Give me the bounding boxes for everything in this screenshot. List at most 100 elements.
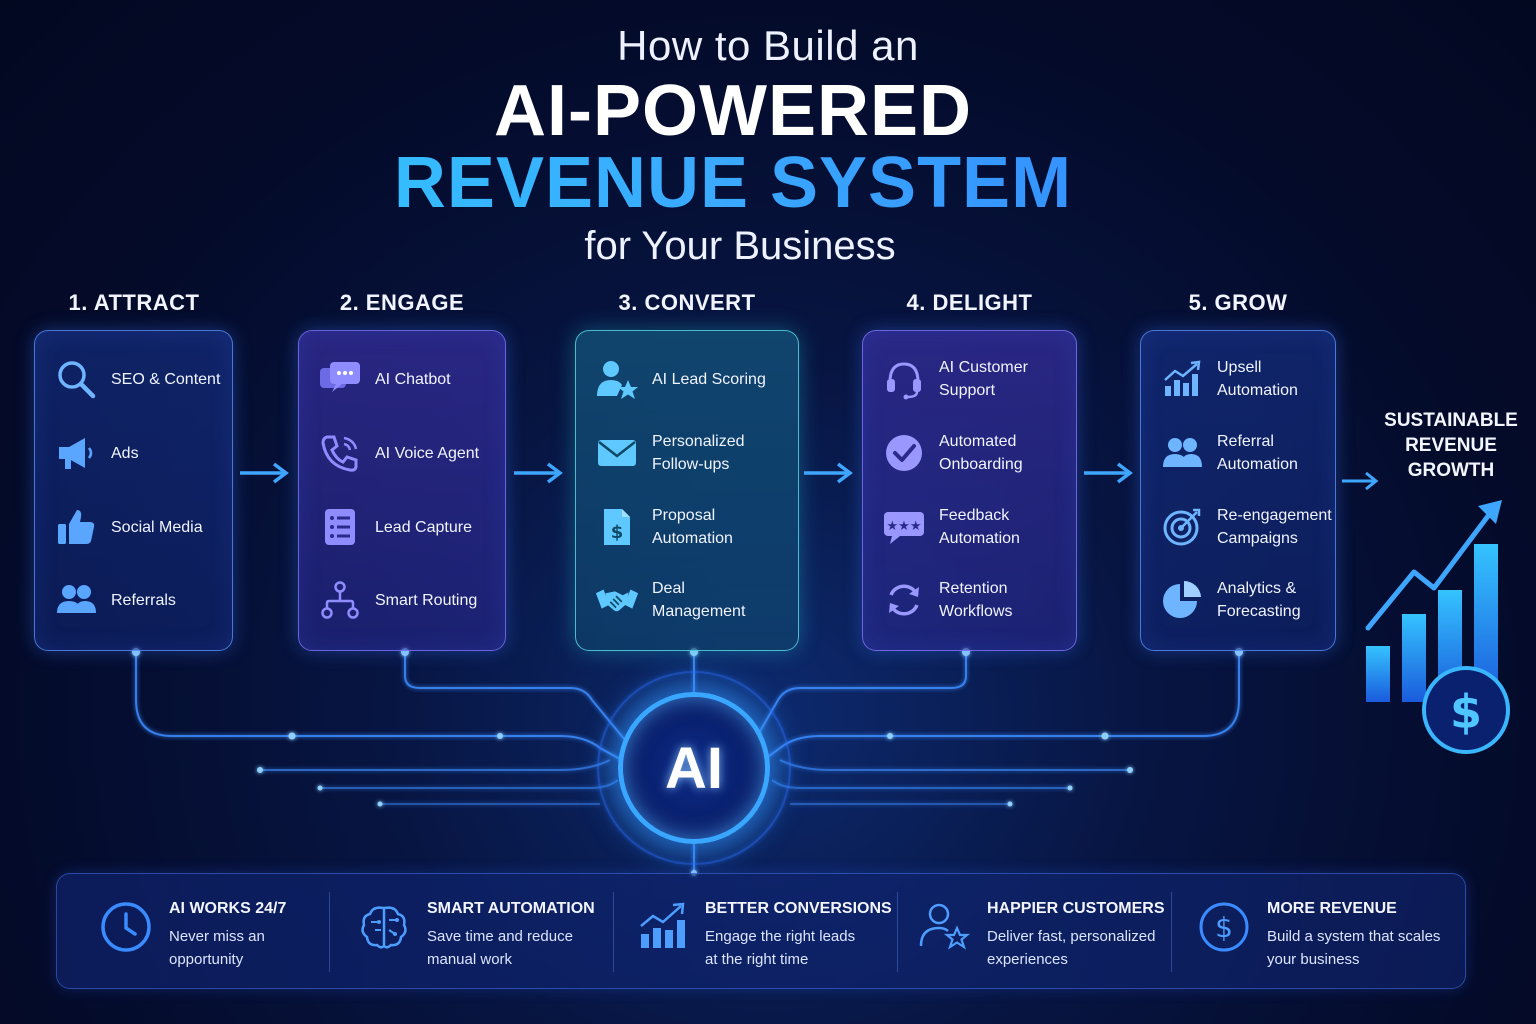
stage-item-label: Social Media [111,518,203,536]
divider [329,892,330,972]
stage-item: Referrals [35,572,232,628]
check-circle-icon [881,430,927,476]
brain-icon [357,900,411,954]
stage-item-label: Proposal Automation [652,507,733,547]
benefit-desc: Build a system that scales your business [1267,928,1441,968]
svg-text:$: $ [611,522,624,543]
divider [1171,892,1172,972]
stage-title-attract: 1. ATTRACT [68,290,200,315]
benefit-title: AI WORKS 24/7 [169,900,287,917]
svg-text:★★★: ★★★ [887,519,922,534]
stage-item: AI Customer Support [863,351,1076,407]
stage-card-delight: AI Customer Support Automated Onboarding… [862,330,1077,651]
stage-card-engage: AI Chatbot AI Voice Agent Lead Capture S… [298,330,506,651]
arrow-right-icon [514,462,563,484]
document-dollar-icon: $ [594,504,640,550]
stage-item-label: AI Lead Scoring [652,370,766,388]
stage-title-delight: 4. DELIGHT [906,290,1033,315]
stage-item-label: Upsell Automation [1217,359,1298,399]
benefit-item: SMART AUTOMATION Save time and reduce ma… [357,874,627,990]
stage-item-label: Lead Capture [375,518,472,536]
stage-item: Lead Capture [299,499,505,555]
stage-item: Deal Management [576,572,798,628]
stage-item-label: AI Customer Support [939,359,1028,399]
benefit-item: $ MORE REVENUE Build a system that scale… [1197,874,1457,990]
stage-item: AI Chatbot [299,351,505,407]
stage-item: AI Lead Scoring [576,351,798,407]
title-main: AI-POWERED [494,71,972,151]
title-outro: for Your Business [584,224,896,268]
benefit-desc: Deliver fast, personalized experiences [987,928,1156,968]
benefit-title: SMART AUTOMATION [427,900,595,917]
stage-item-label: Smart Routing [375,591,478,609]
stage-title-convert: 3. CONVERT [618,290,756,315]
phone-icon [317,430,363,476]
stage-item: Personalized Follow-ups [576,425,798,481]
arrow-right-icon [240,462,289,484]
routing-icon [317,577,363,623]
stage-item: ★★★ Feedback Automation [863,499,1076,555]
stage-item: Retention Workflows [863,572,1076,628]
benefit-desc: Never miss an opportunity [169,928,265,968]
clock-icon [99,900,153,954]
dollar-circle-icon: $ [1197,900,1251,954]
benefit-title: MORE REVENUE [1267,900,1397,917]
title-highlight: REVENUE SYSTEM [0,142,1466,224]
arrow-right-icon [1084,462,1133,484]
stage-item-label: Personalized Follow-ups [652,433,745,473]
stage-item-label: Re-engagement Campaigns [1217,507,1332,547]
benefit-title: BETTER CONVERSIONS [705,900,892,917]
stage-item-label: Deal Management [652,580,746,620]
ai-core: AI [618,692,770,844]
benefit-desc: Engage the right leads at the right time [705,928,856,968]
stage-card-convert: AI Lead Scoring Personalized Follow-ups … [575,330,799,651]
growth-chart-icon [1159,356,1205,402]
benefits-band: AI WORKS 24/7 Never miss an opportunity … [56,873,1466,989]
stage-item-label: Retention Workflows [939,580,1013,620]
stage-item-label: Automated Onboarding [939,433,1023,473]
stage-item: Automated Onboarding [863,425,1076,481]
stage-item-label: Referrals [111,591,176,609]
stage-item-label: AI Voice Agent [375,444,480,462]
stage-item: Re-engagement Campaigns [1141,499,1335,555]
list-icon [317,504,363,550]
stage-item-label: Ads [111,444,139,462]
stage-item: Referral Automation [1141,425,1335,481]
users-icon [1159,430,1205,476]
divider [897,892,898,972]
users-icon [53,577,99,623]
handshake-icon [594,577,640,623]
stage-title-engage: 2. ENGAGE [339,290,465,315]
stage-card-grow: Upsell Automation Referral Automation Re… [1140,330,1336,651]
stage-item: Social Media [35,499,232,555]
growth-title: SUSTAINABLE REVENUE GROWTH [1384,410,1518,481]
pie-chart-icon [1159,577,1205,623]
user-star-icon [917,900,971,954]
divider [613,892,614,972]
rating-bubble-icon: ★★★ [881,504,927,550]
stage-item: SEO & Content [35,351,232,407]
stage-item: AI Voice Agent [299,425,505,481]
benefit-item: AI WORKS 24/7 Never miss an opportunity [99,874,349,990]
user-star-icon [594,356,640,402]
stage-item: $ Proposal Automation [576,499,798,555]
svg-text:$: $ [1215,911,1233,944]
bar-growth-icon [635,900,689,954]
benefit-desc: Save time and reduce manual work [427,928,573,968]
arrow-right-icon [1342,471,1379,491]
stage-item: Ads [35,425,232,481]
thumbs-up-icon [53,504,99,550]
stage-item-label: Referral Automation [1217,433,1298,473]
megaphone-icon [53,430,99,476]
benefit-item: BETTER CONVERSIONS Engage the right lead… [635,874,915,990]
stage-item: Upsell Automation [1141,351,1335,407]
benefit-title: HAPPIER CUSTOMERS [987,900,1165,917]
stage-item-label: AI Chatbot [375,370,451,388]
search-icon [53,356,99,402]
ai-core-label: AI [665,735,723,801]
stage-item-label: Analytics & Forecasting [1217,580,1301,620]
envelope-icon [594,430,640,476]
title-intro: How to Build an [617,22,919,69]
dollar-coin-icon: $ [1450,685,1482,739]
chat-icon [317,356,363,402]
